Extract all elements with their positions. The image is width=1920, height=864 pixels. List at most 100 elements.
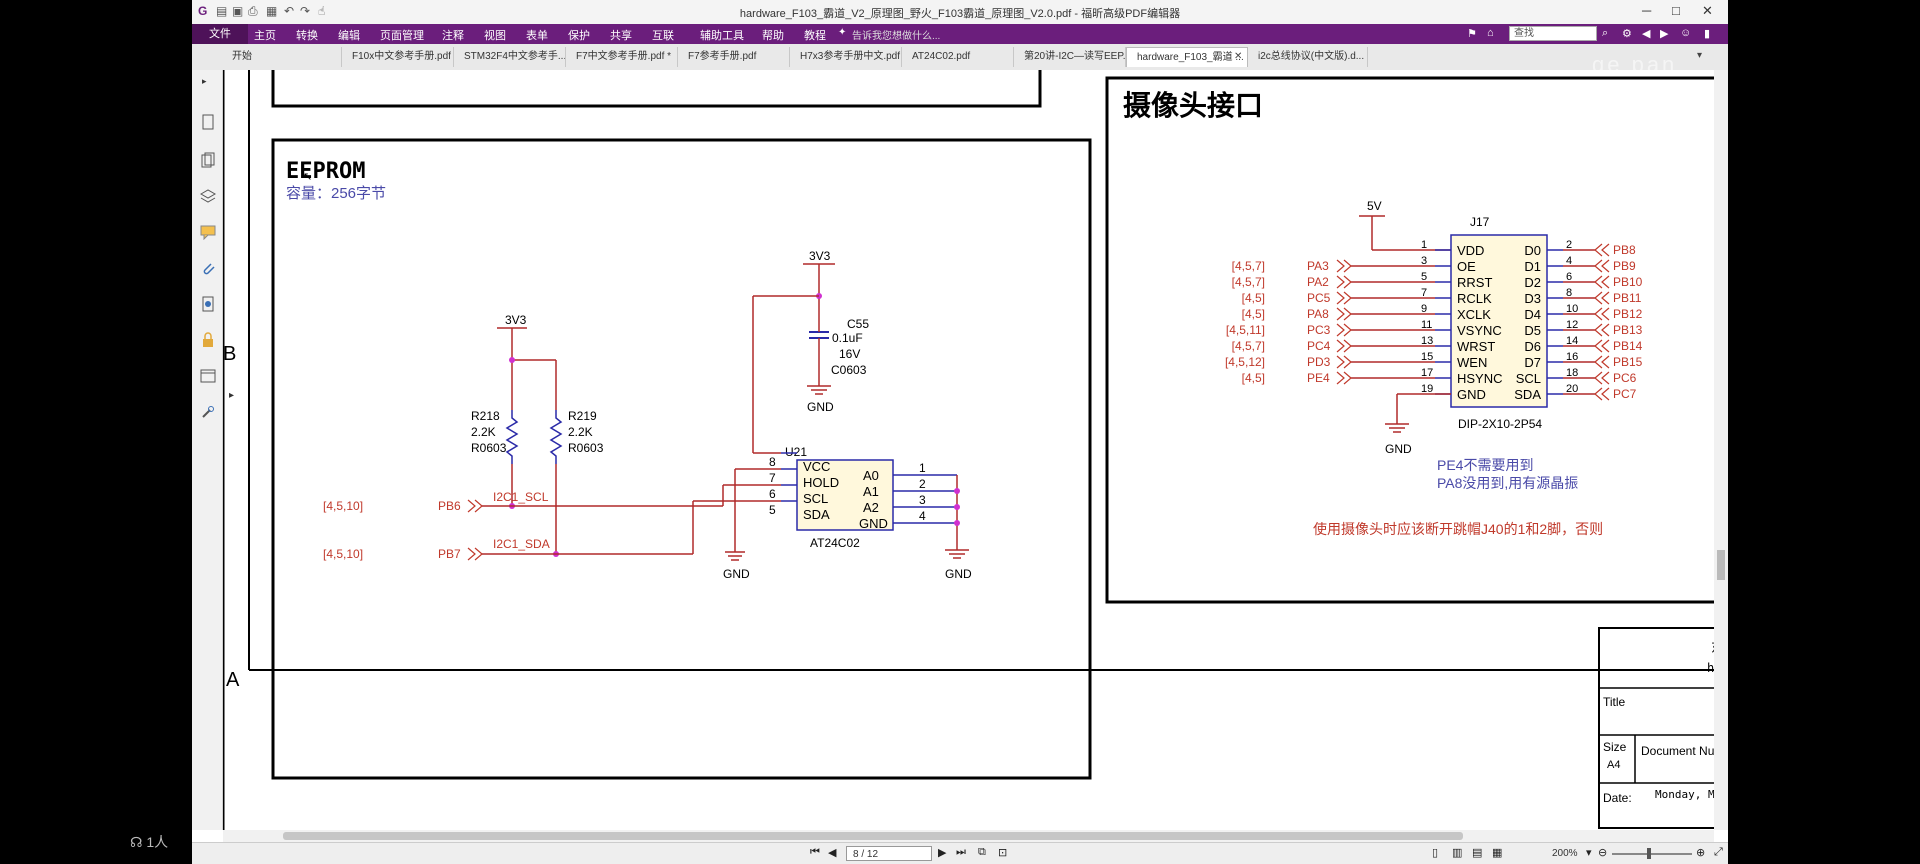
menu-convert[interactable]: 转换 [296, 30, 318, 42]
tab-hardware-f103[interactable]: hardware_F103_霸道 ... [1126, 47, 1248, 67]
camera-right-pin-name: D0 [1524, 243, 1541, 258]
redo-icon[interactable]: ↷ [300, 4, 311, 18]
signature-icon[interactable] [200, 296, 216, 312]
horizontal-scroll-thumb[interactable] [283, 832, 1463, 840]
page-number-input[interactable]: 8 / 12 [846, 846, 932, 861]
menu-help[interactable]: 帮助 [762, 30, 784, 42]
camera-left-port-arrow [1343, 323, 1352, 337]
collapse-panel-icon[interactable]: ▸ [229, 390, 235, 401]
close-icon[interactable]: ✕ [1702, 3, 1713, 18]
lock-icon[interactable] [200, 332, 216, 348]
cover-view-icon[interactable]: ▦ [1492, 847, 1503, 859]
page-thumbnail-icon[interactable] [200, 114, 216, 130]
user-icon[interactable]: ☺ [1680, 27, 1692, 39]
expand-panel-icon[interactable]: ▸ [202, 76, 207, 86]
tab-f7-manual[interactable]: F7参考手册.pdf [678, 47, 790, 67]
camera-left-pin-num: 13 [1421, 335, 1433, 347]
camera-left-port-arrow [1336, 291, 1345, 305]
tab-h7x3-manual[interactable]: H7x3参考手册中文.pdf [790, 47, 902, 67]
tab-f7-cn-manual[interactable]: F7中文参考手册.pdf * [566, 47, 678, 67]
menu-protect[interactable]: 保护 [568, 30, 590, 42]
camera-right-port-arrow [1594, 387, 1603, 401]
properties-icon[interactable]: ▦ [266, 4, 278, 18]
camera-right-port-arrow [1594, 259, 1603, 273]
fullscreen-icon[interactable]: ⤢ [1714, 846, 1723, 858]
menu-share[interactable]: 共享 [610, 30, 632, 42]
copy-page-icon[interactable]: ⧉ [978, 846, 986, 858]
comments-icon[interactable] [200, 224, 216, 240]
menu-accessibility[interactable]: 辅助工具 [700, 30, 744, 42]
sidebar-toggle-icon[interactable]: ▮ [1704, 28, 1711, 40]
folder-icon[interactable]: ⌂ [1487, 27, 1494, 39]
menu-tutorial[interactable]: 教程 [804, 30, 826, 42]
single-page-view-icon[interactable]: ▯ [1432, 847, 1439, 859]
zoom-slider[interactable] [1612, 853, 1692, 855]
zoom-level[interactable]: 200% [1552, 848, 1578, 859]
layers-icon[interactable] [200, 188, 216, 204]
tell-me-input[interactable]: 告诉我您想做什么... [852, 31, 941, 42]
c55-voltage: 16V [839, 347, 860, 361]
menu-connect[interactable]: 互联 [652, 30, 674, 42]
camera-right-port-arrow [1594, 323, 1603, 337]
vertical-scrollbar[interactable] [1714, 70, 1728, 830]
continuous-view-icon[interactable]: ▥ [1452, 847, 1463, 859]
minimize-icon[interactable]: ─ [1642, 3, 1652, 18]
gear-icon[interactable]: ⚙ [1622, 28, 1632, 40]
tab-at24c02[interactable]: AT24C02.pdf [902, 47, 1014, 67]
menu-comment[interactable]: 注释 [442, 30, 464, 42]
undo-icon[interactable]: ↶ [284, 4, 295, 18]
first-page-icon[interactable]: ⏮ [810, 846, 820, 858]
menu-view[interactable]: 视图 [484, 30, 506, 42]
menu-file[interactable]: 文件 [192, 24, 248, 44]
next-page-icon[interactable]: ▶ [938, 847, 947, 859]
size-label: Size [1603, 740, 1627, 754]
camera-right-pin-num: 6 [1566, 271, 1572, 283]
tools-icon[interactable] [200, 404, 216, 420]
zoom-menu-icon[interactable]: ▾ [1586, 847, 1592, 859]
menu-home[interactable]: 主页 [254, 30, 276, 42]
zoom-out-icon[interactable]: ⊖ [1598, 847, 1608, 859]
hand-tool-icon[interactable]: ☝ [318, 4, 326, 18]
tab-lesson20-i2c[interactable]: 第20讲-I2C—读写EEP... [1014, 47, 1126, 67]
prev-page-icon[interactable]: ◀ [828, 847, 837, 859]
camera-left-ref: [4,5,7] [1232, 259, 1265, 273]
tab-start[interactable]: 开始 [222, 47, 342, 67]
forward-icon[interactable]: ▶ [1660, 28, 1669, 40]
form-fields-icon[interactable] [200, 368, 216, 384]
pages-icon[interactable] [200, 152, 216, 168]
attachment-icon[interactable] [200, 260, 216, 276]
open-icon[interactable]: ▤ [216, 4, 228, 18]
zoom-in-icon[interactable]: ⊕ [1696, 847, 1706, 859]
close-tab-icon[interactable]: ✕ [1234, 51, 1243, 62]
maximize-icon[interactable]: □ [1672, 3, 1680, 18]
camera-gnd-label: GND [1385, 442, 1412, 456]
menu-page-management[interactable]: 页面管理 [380, 30, 424, 42]
camera-right-port-arrow [1601, 275, 1610, 289]
facing-view-icon[interactable]: ▤ [1472, 847, 1483, 859]
tab-list-icon[interactable]: ▾ [1697, 50, 1703, 61]
search-input[interactable]: 查找 [1509, 26, 1597, 41]
horizontal-scrollbar[interactable] [223, 830, 1714, 842]
pin-num-8: 8 [769, 455, 776, 469]
menu-form[interactable]: 表单 [526, 30, 548, 42]
search-icon[interactable]: ⌕ [1602, 27, 1609, 39]
schematic-page: B A EEPROM 容量：256字节 ↖ 3V3 R218 2.2K R060… [223, 70, 1728, 830]
tab-stm32f4-manual[interactable]: STM32F4中文参考手... [454, 47, 566, 67]
camera-right-port: PB15 [1613, 355, 1643, 369]
camera-right-port-arrow [1594, 243, 1603, 257]
tab-i2c-protocol[interactable]: i2c总线协议(中文版).d... [1248, 47, 1368, 67]
back-icon[interactable]: ◀ [1642, 28, 1651, 40]
last-page-icon[interactable]: ⏭ [956, 846, 966, 858]
fit-page-icon[interactable]: ⊡ [998, 847, 1008, 859]
document-viewport[interactable]: B A EEPROM 容量：256字节 ↖ 3V3 R218 2.2K R060… [223, 70, 1728, 830]
save-icon[interactable]: ▣ [232, 4, 244, 18]
tab-f10x-manual[interactable]: F10x中文参考手册.pdf [342, 47, 454, 67]
vertical-scroll-thumb[interactable] [1717, 550, 1725, 580]
print-icon[interactable]: ⎙ [248, 4, 258, 18]
menu-edit[interactable]: 编辑 [338, 30, 360, 42]
cap-gnd-label: GND [807, 400, 834, 414]
pull-up-power-label: 3V3 [505, 313, 527, 327]
zoom-slider-thumb[interactable] [1647, 848, 1651, 859]
notification-icon[interactable]: ⚑ [1467, 28, 1477, 40]
camera-left-port-arrow [1343, 307, 1352, 321]
